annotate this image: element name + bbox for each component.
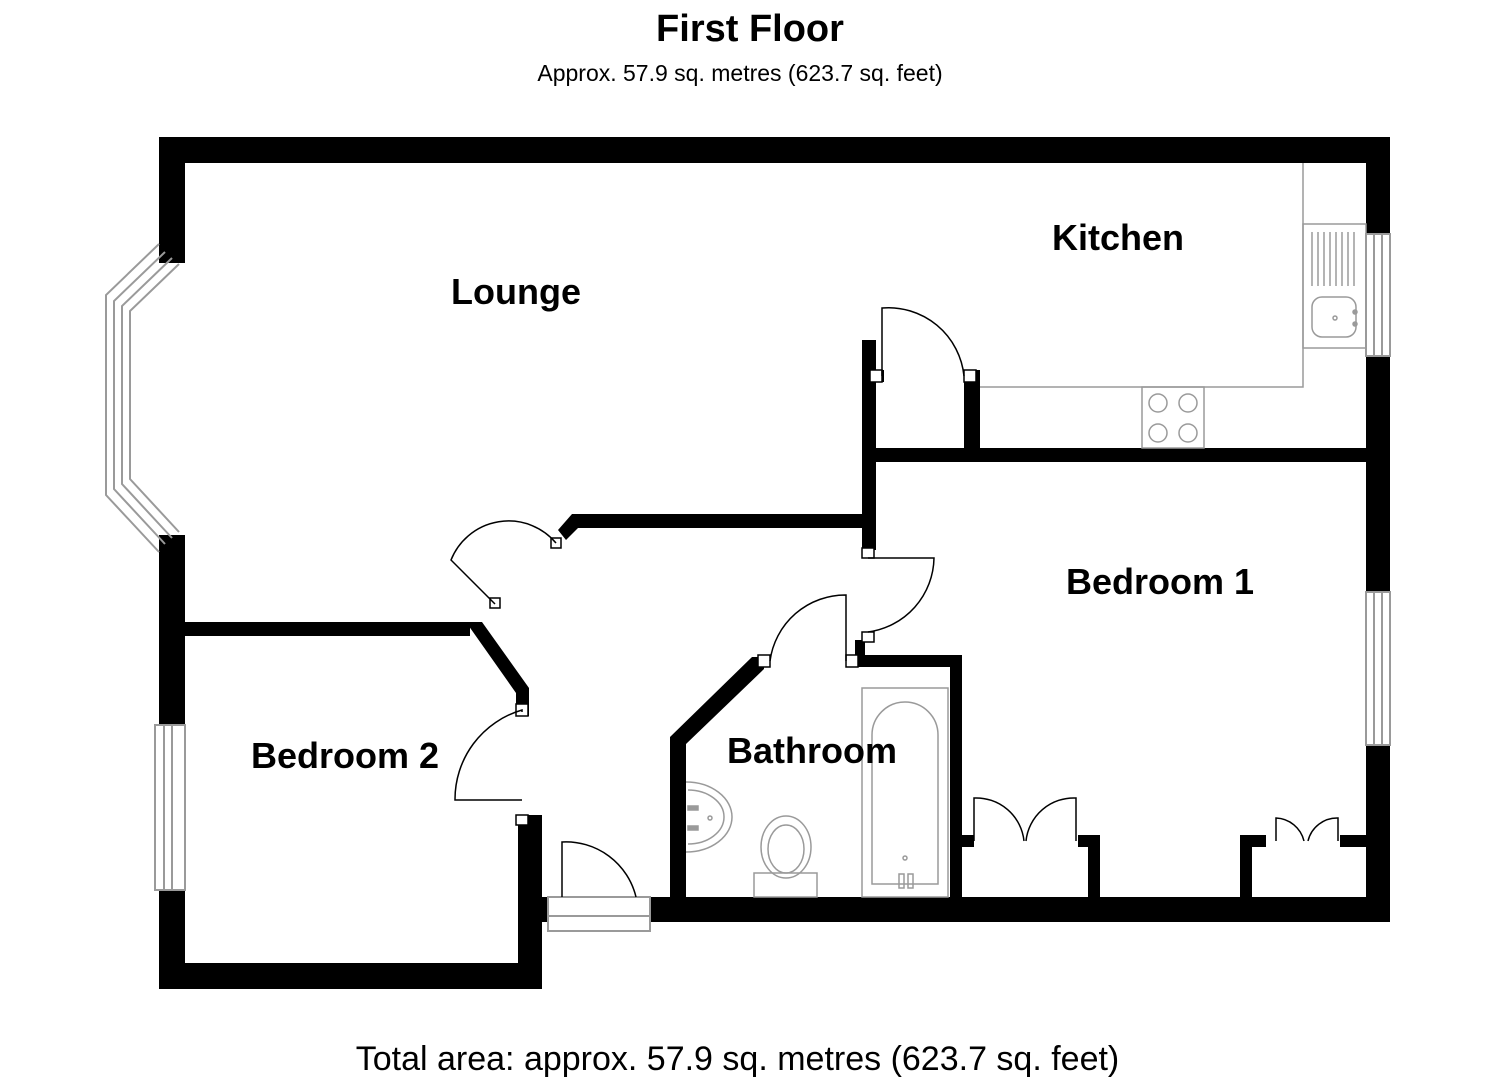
sink-drainer-lines	[1311, 232, 1355, 286]
bath-drain	[902, 855, 908, 861]
doors	[450, 306, 1339, 898]
basin-drain	[707, 815, 713, 821]
basin-inner	[687, 789, 725, 845]
room-label-bedroom2: Bedroom 2	[251, 735, 439, 776]
bath-tap-left	[898, 873, 905, 889]
wardrobe1-door-right	[1025, 797, 1077, 842]
room-label-bedroom1: Bedroom 1	[1066, 561, 1254, 602]
hob-ring-1	[1148, 393, 1168, 413]
bath-inner	[871, 701, 939, 885]
toilet-bowl	[760, 815, 812, 879]
bath-tap-right	[907, 873, 914, 889]
bath-tub	[861, 687, 949, 898]
kitchen-sink-drain	[1332, 315, 1338, 321]
page-title: First Floor	[656, 8, 844, 50]
wall-bedroom2-diagonal	[466, 622, 529, 716]
wall-bottom-bedroom2	[159, 963, 542, 989]
wardrobe2-door-left	[1275, 817, 1305, 842]
kitchen-window	[1365, 233, 1391, 357]
wall-top	[159, 137, 1390, 163]
wall-bathroom-stub	[855, 640, 865, 667]
outer-walls	[159, 137, 1390, 989]
bay-window	[105, 243, 185, 553]
wardrobe1-door-left	[973, 797, 1025, 842]
cupboard-door	[881, 306, 965, 377]
wall-bathroom-right	[950, 655, 962, 897]
kitchen-tap-hot	[1352, 309, 1358, 315]
total-area-footer: Total area: approx. 57.9 sq. metres (623…	[355, 1040, 1120, 1078]
bedroom1-window	[1365, 591, 1391, 746]
wall-bottom-main	[650, 897, 1390, 922]
toilet-cistern	[753, 872, 818, 898]
wall-bathroom-top-right	[862, 655, 962, 667]
wall-lounge-hall	[558, 514, 876, 540]
wall-right-mid	[1366, 356, 1390, 592]
bathroom-door	[769, 594, 847, 662]
wall-bathroom-diagonal	[670, 657, 764, 897]
basin-tap-hot	[687, 805, 699, 811]
wall-left-mid	[159, 535, 185, 725]
wall-door-stub-left	[518, 897, 548, 922]
kitchen-sink-unit	[1302, 223, 1367, 349]
room-labels: Lounge Kitchen Bedroom 1 Bedroom 2 Bathr…	[251, 217, 1254, 776]
room-label-kitchen: Kitchen	[1052, 217, 1184, 258]
wardrobe2-door-right	[1307, 817, 1339, 842]
kitchen-tap-cold	[1352, 321, 1358, 327]
internal-walls	[185, 340, 1366, 897]
wall-right-lower	[1366, 745, 1390, 922]
wall-wardrobe1-stub-left	[962, 835, 974, 847]
wall-bedroom1-top	[862, 448, 1366, 462]
hob-ring-2	[1178, 393, 1198, 413]
basin	[685, 781, 733, 853]
kitchen-fixtures	[980, 163, 1367, 449]
bedroom2-door	[454, 708, 523, 801]
bedroom1-door	[867, 557, 935, 633]
toilet-seat	[767, 824, 805, 874]
wall-right-upper	[1366, 137, 1390, 234]
wall-bedroom2-top	[185, 622, 470, 636]
wall-wardrobe2-stub-right	[1340, 835, 1366, 847]
kitchen-worktop	[980, 163, 1304, 388]
wall-wardrobe2-side	[1240, 835, 1252, 897]
basin-tap-cold	[687, 825, 699, 831]
bathroom-fixtures	[685, 687, 949, 898]
floor-area-subtitle: Approx. 57.9 sq. metres (623.7 sq. feet)	[537, 60, 943, 86]
wall-lounge-kitchen	[862, 340, 876, 550]
hob-ring-3	[1148, 423, 1168, 443]
wall-wardrobe1-side	[1088, 835, 1100, 897]
room-label-bathroom: Bathroom	[727, 730, 897, 771]
hob-ring-4	[1178, 423, 1198, 443]
front-door	[561, 841, 637, 898]
bedroom2-window	[154, 724, 186, 891]
wall-cupboard-right	[964, 370, 980, 454]
front-door-threshold	[547, 896, 651, 932]
wall-left-upper	[159, 137, 185, 263]
room-label-lounge: Lounge	[451, 271, 581, 312]
kitchen-hob	[1141, 386, 1205, 449]
lounge-door	[450, 520, 557, 605]
kitchen-sink-bowl	[1311, 296, 1357, 338]
